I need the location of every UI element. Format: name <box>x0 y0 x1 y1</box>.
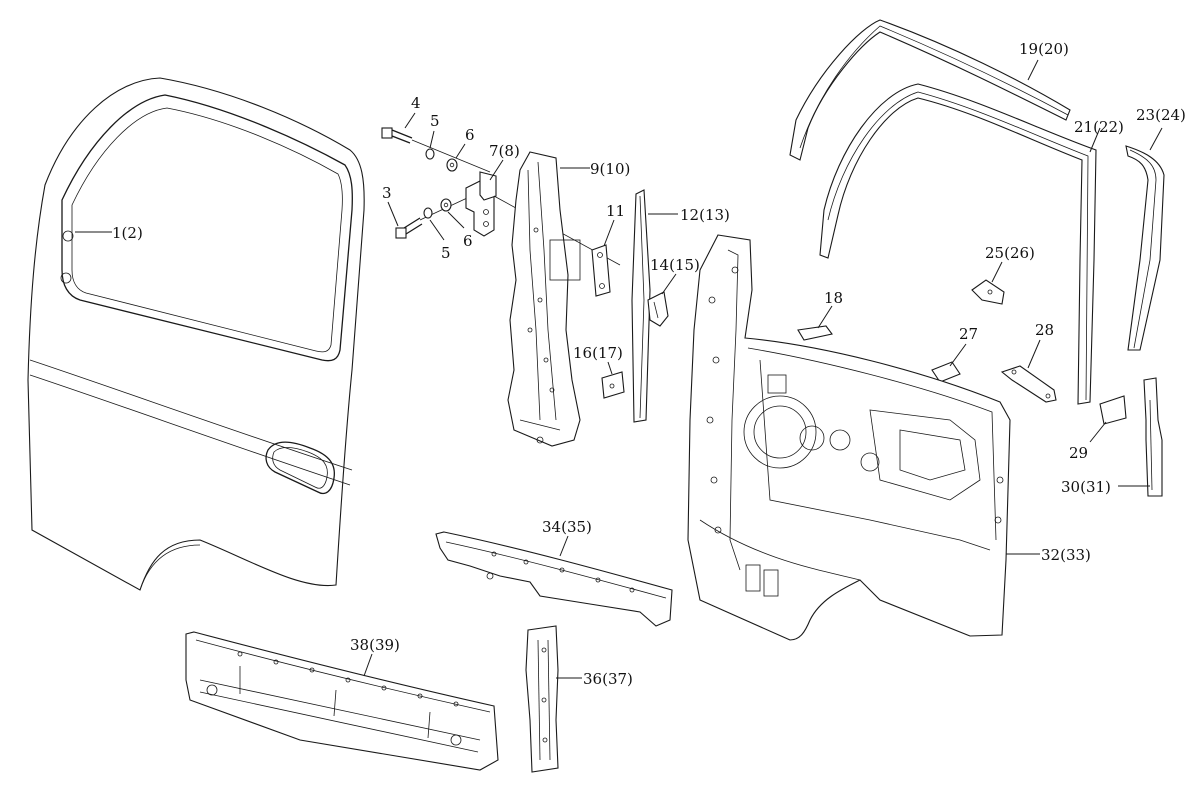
upper-weatherstrip-outer <box>789 19 1071 161</box>
callout-5-upper: 5 <box>430 112 440 130</box>
lock-washer-upper <box>425 148 435 160</box>
lower-door-panel <box>185 631 499 771</box>
callout-19-20: 19(20) <box>1019 40 1069 58</box>
callout-28: 28 <box>1035 321 1054 339</box>
callout-1-2: 1(2) <box>112 224 143 242</box>
callout-12-13: 12(13) <box>680 206 730 224</box>
callout-4: 4 <box>411 94 421 112</box>
callout-30-31: 30(31) <box>1061 478 1111 496</box>
door-outer-panel <box>27 77 365 591</box>
callout-29: 29 <box>1069 444 1088 462</box>
callout-11: 11 <box>606 202 625 220</box>
reinforcement-plate <box>591 244 611 297</box>
hinge-pillar <box>507 151 581 447</box>
channel-bracket <box>647 291 669 327</box>
vertical-reinforcement-bar <box>525 625 559 773</box>
callout-27: 27 <box>959 325 978 343</box>
callout-32-33: 32(33) <box>1041 546 1091 564</box>
callout-6-lower: 6 <box>463 232 473 250</box>
mirror-bracket <box>971 279 1005 305</box>
belt-line-reinforcement <box>435 531 673 627</box>
callout-25-26: 25(26) <box>985 244 1035 262</box>
pillar-trim-strip <box>1125 145 1165 351</box>
callout-23-24: 23(24) <box>1136 106 1186 124</box>
callout-38-39: 38(39) <box>350 636 400 654</box>
door-window-frame <box>819 83 1097 405</box>
bracket-28 <box>1000 365 1057 403</box>
clip-29 <box>1099 395 1127 425</box>
callout-14-15: 14(15) <box>650 256 700 274</box>
hinge-bolt-upper <box>381 127 491 173</box>
callout-16-17: 16(17) <box>573 344 623 362</box>
callout-36-37: 36(37) <box>583 670 633 688</box>
callout-34-35: 34(35) <box>542 518 592 536</box>
callout-5-lower: 5 <box>441 244 451 262</box>
callout-7-8: 7(8) <box>489 142 520 160</box>
callout-3: 3 <box>382 184 392 202</box>
plate-27 <box>931 361 961 383</box>
callout-21-22: 21(22) <box>1074 118 1124 136</box>
callout-6-upper: 6 <box>465 126 475 144</box>
flat-washer-upper <box>446 158 458 172</box>
glass-run-channel <box>631 189 651 423</box>
lock-washer-lower <box>423 207 433 219</box>
lower-bracket <box>601 371 625 399</box>
side-reinforcement-panel <box>1143 377 1163 497</box>
clip-18 <box>797 325 833 341</box>
door-inner-panel <box>687 234 1011 641</box>
callout-9-10: 9(10) <box>590 160 630 178</box>
callout-18: 18 <box>824 289 843 307</box>
flat-washer-lower <box>440 198 452 212</box>
